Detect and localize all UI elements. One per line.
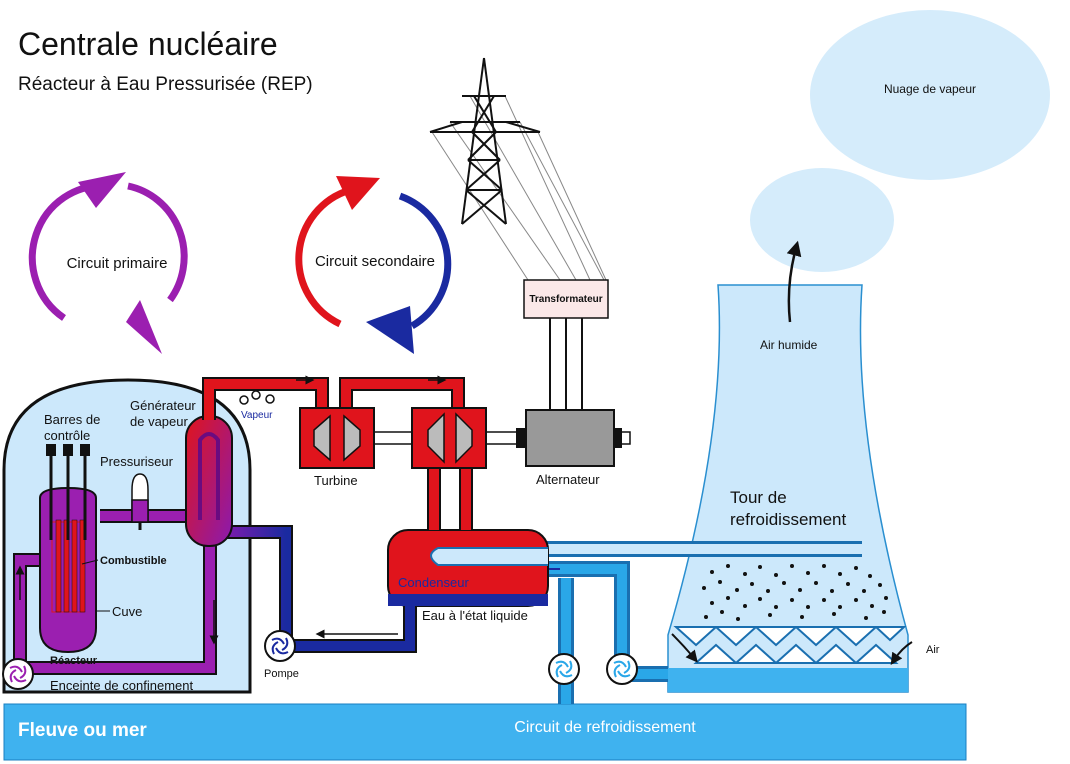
tour-de-label: Tour de [730, 488, 787, 507]
primary-cycle-arrowhead-bottom [126, 300, 162, 354]
secondary-cycle-arrowhead-bottom [366, 306, 414, 354]
turbine-lp [411, 407, 487, 469]
barres-de-label: Barres de [44, 412, 100, 427]
steam-generator [185, 415, 233, 547]
air-in-left-arrow [671, 633, 698, 663]
secondary-cold-pipe [218, 525, 417, 653]
primary-cycle-icon [28, 182, 188, 321]
reacteur-label: Réacteur [50, 655, 98, 667]
tower-lattice [673, 626, 907, 664]
page-subtitle: Réacteur à Eau Pressurisée (REP) [18, 74, 313, 95]
steam-pipe [202, 375, 473, 530]
steam-cloud [750, 10, 1050, 272]
cooling-pump-2 [606, 653, 638, 685]
generateur-label: Générateur [130, 398, 196, 413]
secondary-pump [264, 630, 296, 662]
refroidissement-label: refroidissement [730, 510, 846, 529]
circuit-refroidissement-label: Circuit de refroidissement [514, 719, 696, 736]
pressurizer [131, 473, 149, 530]
condenseur-label: Condenseur [398, 575, 469, 590]
controle-label: contrôle [44, 428, 90, 443]
turbine-label: Turbine [314, 473, 358, 488]
pompe-label: Pompe [264, 668, 299, 680]
eau-liquide-label: Eau à l'état liquide [422, 608, 528, 623]
combustible-label: Combustible [100, 555, 167, 567]
secondary-cycle-arrowhead-top [336, 176, 380, 210]
circuit-primaire-label: Circuit primaire [67, 255, 168, 272]
pylon [429, 57, 541, 225]
alternator [516, 409, 622, 467]
condenser [387, 529, 549, 607]
turbine-hp [299, 407, 375, 469]
control-rods [46, 444, 90, 540]
water-droplets [702, 564, 888, 621]
transformer-wires [549, 318, 583, 410]
page-title: Centrale nucléaire [18, 26, 278, 62]
primary-pump [2, 658, 34, 690]
leader-lines [81, 559, 110, 612]
nuage-label: Nuage de vapeur [884, 82, 976, 96]
power-lines [431, 95, 607, 281]
vapeur-label: Vapeur [241, 410, 273, 421]
pressuriseur-label: Pressuriseur [100, 454, 174, 469]
air-humide-label: Air humide [760, 338, 818, 352]
alternateur-label: Alternateur [536, 472, 600, 487]
transformer-box [523, 279, 609, 319]
transformateur-label: Transformateur [529, 294, 602, 305]
humid-air-arrow [786, 240, 802, 323]
air-in-right-arrow [890, 641, 913, 665]
circuit-secondaire-label: Circuit secondaire [315, 253, 435, 270]
tower-basin [668, 668, 908, 692]
cooling-pump-1 [548, 653, 580, 685]
river-band [3, 703, 967, 761]
air-label: Air [926, 644, 940, 656]
de-vapeur-label: de vapeur [130, 414, 188, 429]
secondary-cycle-icon [295, 186, 452, 330]
cuve-label: Cuve [112, 604, 142, 619]
primary-cycle-arrowhead-top [78, 172, 126, 208]
steam-bubbles [239, 390, 275, 405]
enceinte-label: Enceinte de confinement [50, 678, 193, 693]
fleuve-label: Fleuve ou mer [18, 720, 147, 741]
